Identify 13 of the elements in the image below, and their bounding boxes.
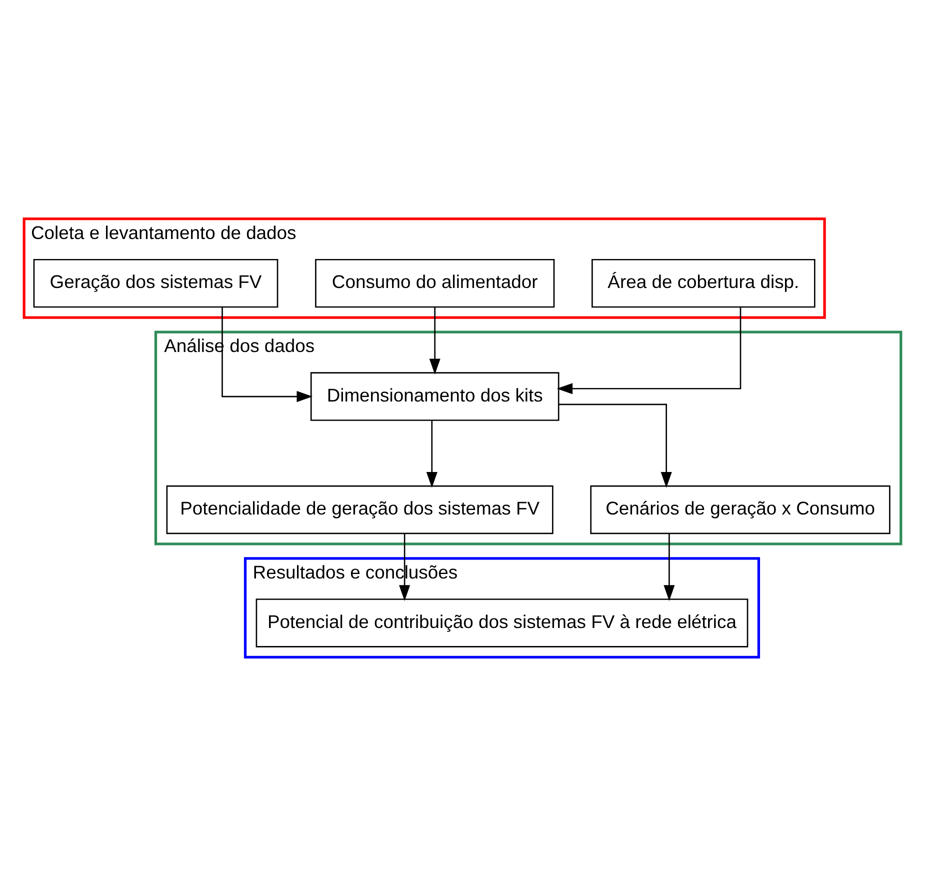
arrow — [558, 403, 672, 488]
node-box: Dimensionamento dos kits — [310, 372, 560, 420]
arrow — [664, 533, 675, 600]
node-box: Cenários de geração x Consumo — [590, 484, 890, 534]
node-box: Potencialidade de geração dos sistemas FV — [166, 484, 554, 534]
node-box: Geração dos sistemas FV — [33, 258, 278, 308]
arrow — [426, 420, 438, 488]
node-box: Consumo do alimentador — [315, 258, 555, 308]
node-box: Área de cobertura disp. — [592, 258, 816, 308]
node-box: Potencial de contribuição dos sistemas FV à rede elétrica — [256, 598, 748, 647]
arrow — [556, 306, 742, 394]
arrow — [222, 306, 313, 402]
arrow — [429, 306, 440, 374]
